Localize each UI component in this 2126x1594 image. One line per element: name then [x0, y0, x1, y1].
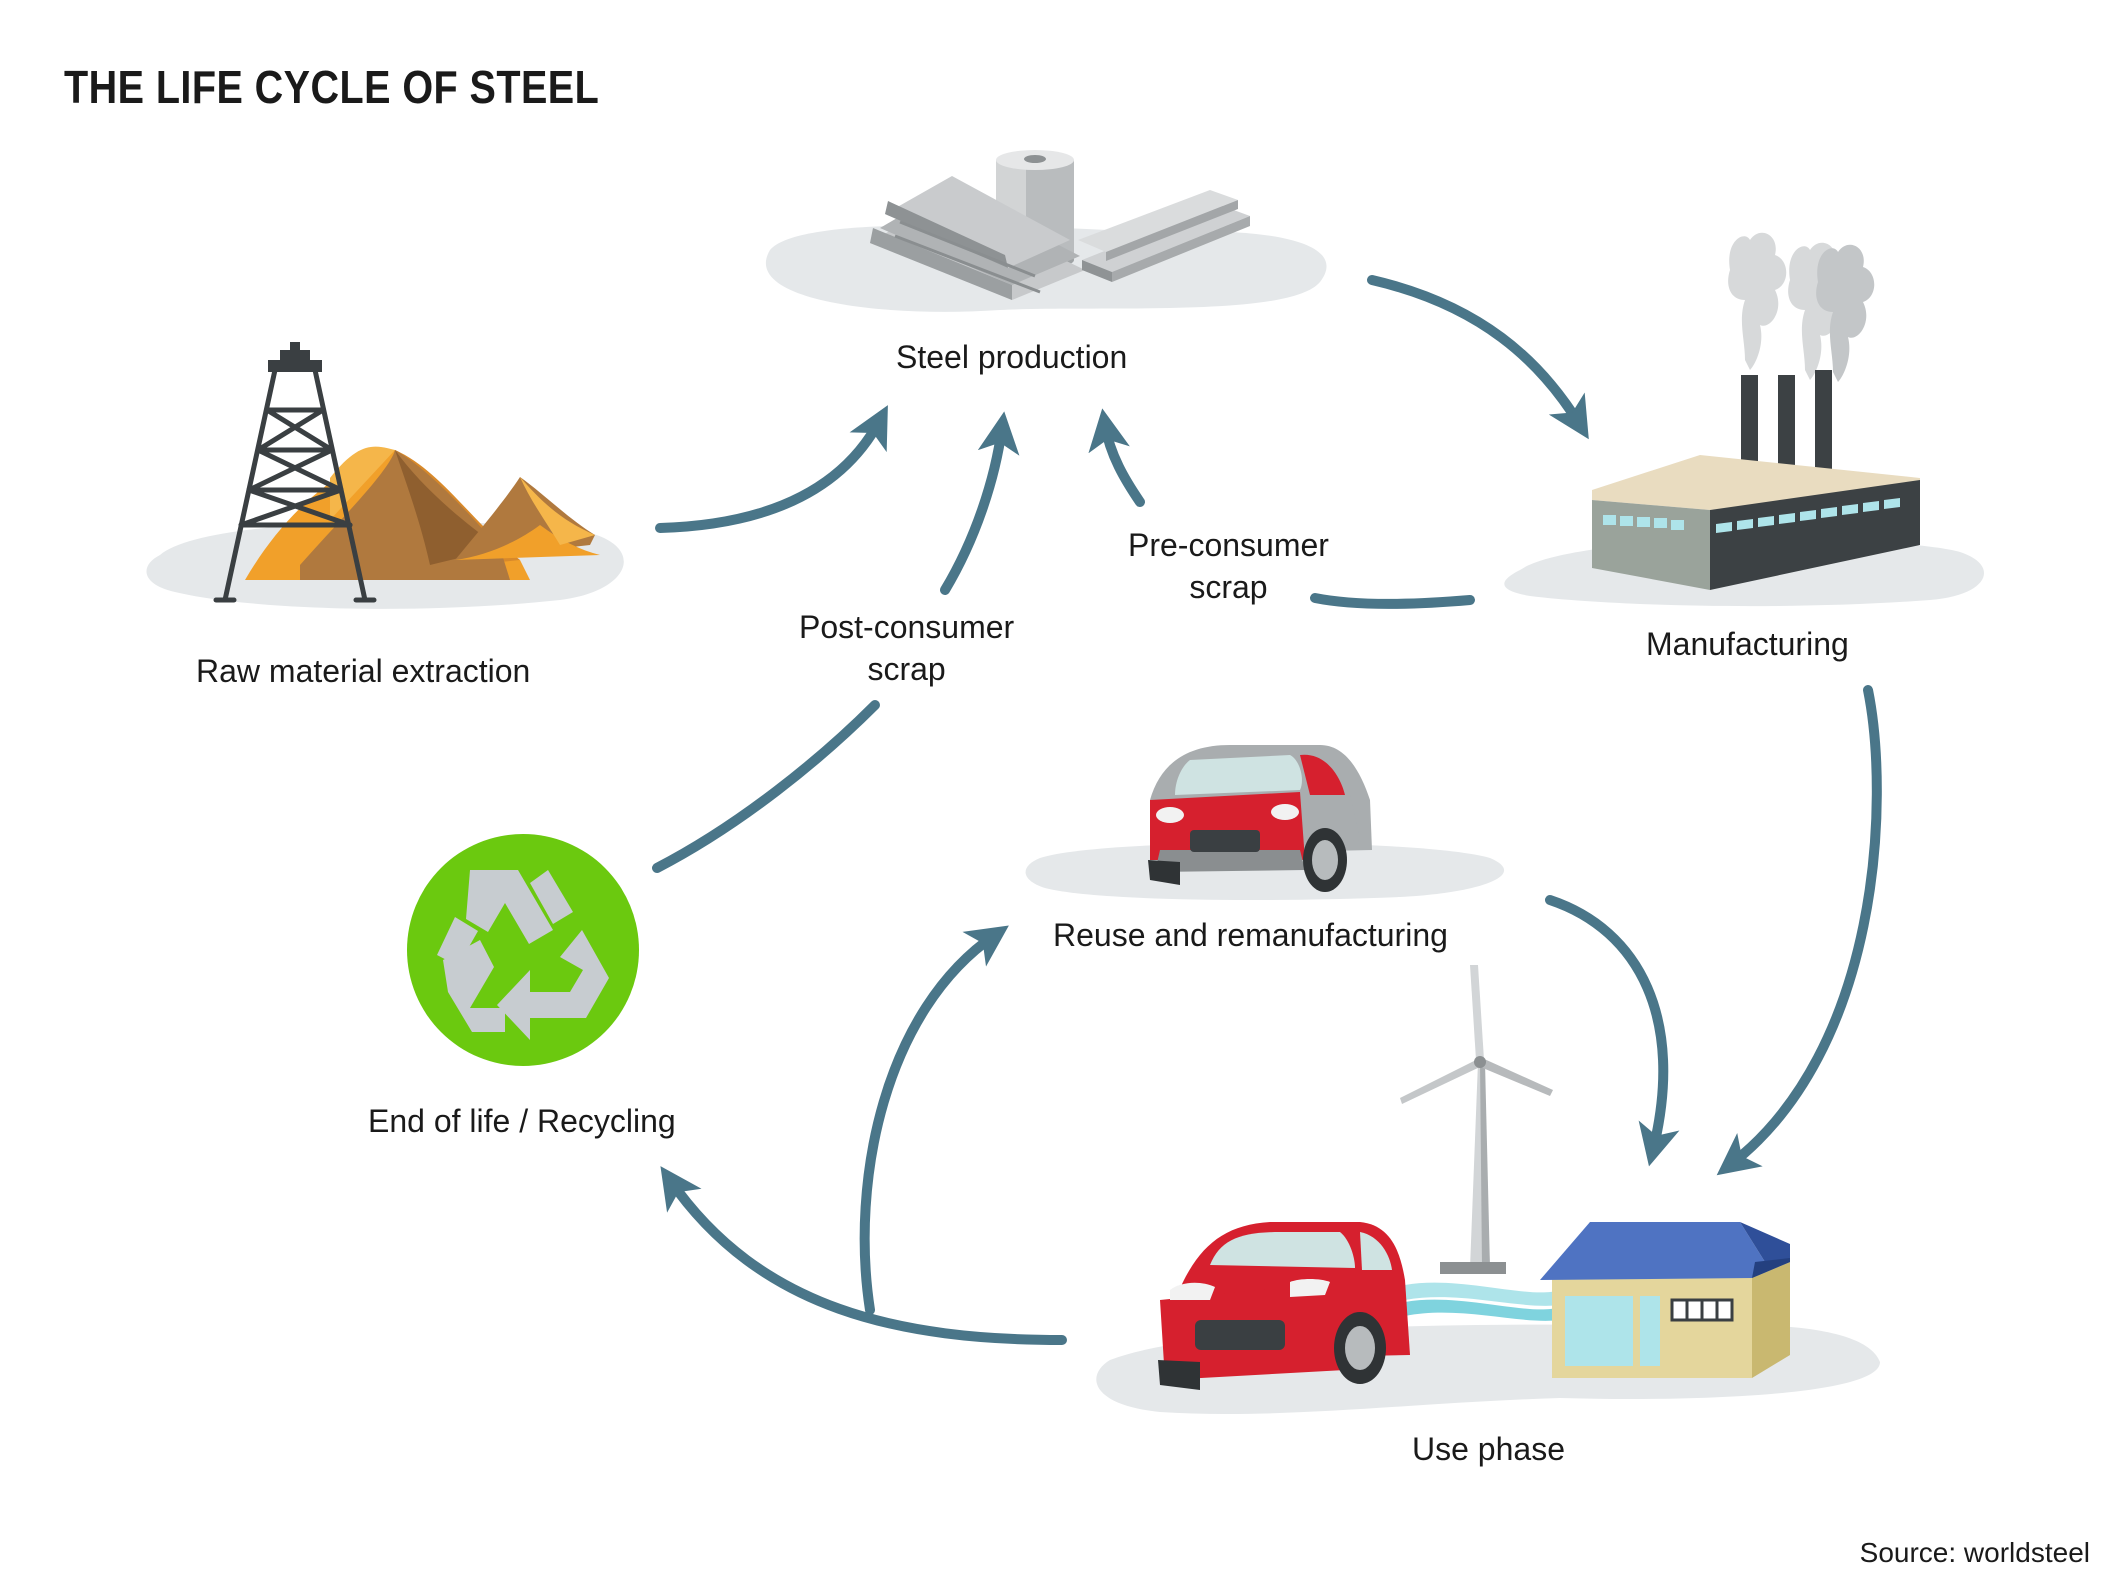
- steel-products-icon: [870, 150, 1250, 300]
- pre-consumer-line-2: scrap: [1189, 569, 1268, 605]
- arrow-recycling-to-post-consumer: [652, 700, 880, 873]
- recycle-icon: [407, 834, 639, 1066]
- flow-arrows: [652, 275, 1882, 1345]
- label-raw-material-extraction: Raw material extraction: [196, 653, 531, 689]
- label-end-of-life-recycling: End of life / Recycling: [368, 1103, 676, 1139]
- diagram-title: THE LIFE CYCLE OF STEEL: [64, 61, 600, 113]
- label-pre-consumer-scrap: Pre-consumer scrap: [1128, 524, 1329, 608]
- arrow-steel-to-manufacturing: [1367, 275, 1589, 440]
- label-use-phase: Use phase: [1412, 1431, 1565, 1467]
- label-reuse-remanufacturing: Reuse and remanufacturing: [1053, 917, 1448, 953]
- label-post-consumer-scrap: Post-consumer scrap: [799, 606, 1014, 690]
- pre-consumer-line-1: Pre-consumer: [1128, 527, 1329, 563]
- label-steel-production: Steel production: [896, 339, 1128, 375]
- arrow-pre-consumer-scrap: [1310, 593, 1475, 609]
- arrow-raw-to-steel: [655, 405, 888, 533]
- post-consumer-line-1: Post-consumer: [799, 609, 1015, 645]
- arrow-post-consumer-to-steel: [940, 411, 1020, 595]
- source-note: Source: worldsteel: [1859, 1537, 2090, 1568]
- house-icon: [1405, 1222, 1790, 1378]
- arrow-use-to-reuse: [859, 925, 1009, 1315]
- factory-icon: [1592, 232, 1920, 590]
- arrow-pre-consumer-to-steel: [1088, 408, 1145, 507]
- use-phase-car-icon: [1158, 1222, 1410, 1390]
- car-icon: [1148, 745, 1372, 892]
- arrow-use-to-recycling: [660, 1166, 1067, 1345]
- arrow-reuse-to-use: [1545, 895, 1680, 1167]
- label-manufacturing: Manufacturing: [1646, 626, 1849, 662]
- wind-turbine-icon: [1400, 965, 1553, 1274]
- arrow-manufacturing-to-use: [1716, 685, 1882, 1176]
- water-waves: [1405, 1282, 1560, 1306]
- oil-rig-ore-icon: [213, 342, 600, 603]
- post-consumer-line-2: scrap: [867, 651, 946, 687]
